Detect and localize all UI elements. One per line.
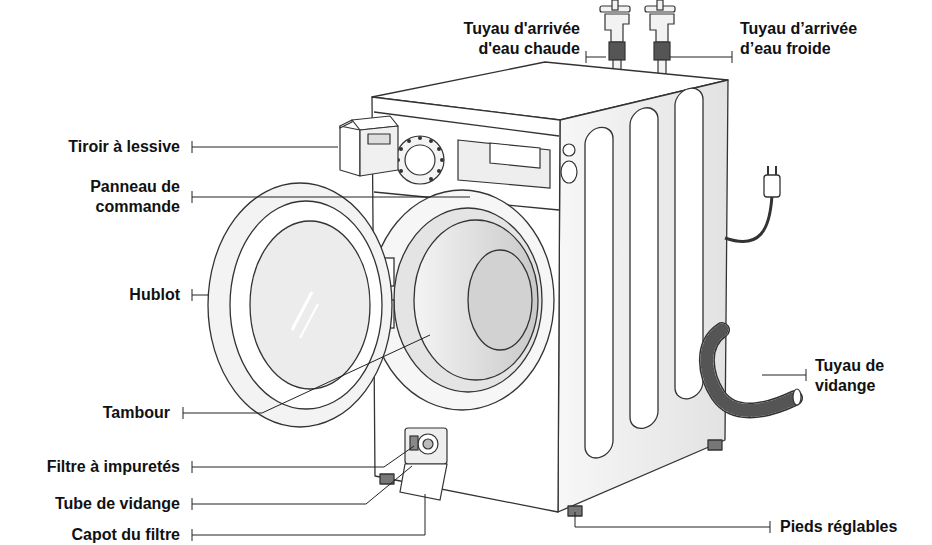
dial-dot — [429, 139, 433, 143]
leader-line — [192, 289, 208, 301]
drawer-body — [360, 126, 398, 176]
part-label: Tuyau de vidange — [815, 356, 925, 396]
drum-back — [468, 250, 532, 350]
display-panel — [458, 140, 550, 188]
plug-pin — [767, 166, 769, 175]
machine-side — [558, 80, 728, 512]
hose-body — [707, 330, 795, 410]
plug-pin — [775, 166, 777, 175]
door-seal — [394, 208, 542, 392]
hose-corrugation — [707, 330, 795, 410]
drum — [414, 220, 538, 380]
leader-line — [670, 51, 732, 63]
power-cord — [725, 166, 780, 241]
dial-dot — [399, 169, 403, 173]
drum-opening — [370, 190, 554, 410]
side-rib — [630, 105, 658, 431]
part-label: Panneau de commande — [50, 177, 180, 217]
part-label: Tiroir à lessive — [20, 137, 180, 157]
display-screen — [490, 143, 540, 168]
detergent-drawer — [340, 116, 398, 176]
leader-line — [192, 446, 414, 473]
drawer-front-side — [340, 126, 360, 176]
side-rib — [585, 125, 613, 461]
control-button — [563, 144, 575, 156]
part-label: Capot du filtre — [20, 525, 180, 545]
water-taps — [600, 0, 675, 78]
drain-hose — [707, 330, 801, 410]
leader-line — [586, 51, 606, 63]
panel-edge — [374, 112, 559, 136]
glass-reflection — [292, 292, 312, 330]
program-dial — [396, 136, 444, 184]
leader-line — [192, 466, 412, 510]
filter-hatch — [400, 428, 447, 500]
glass-reflection — [300, 304, 318, 338]
hose-connector — [654, 42, 670, 60]
filter-cover — [400, 464, 447, 500]
dial-dot — [437, 147, 441, 151]
filter-recess — [405, 428, 447, 464]
dial-dot — [429, 177, 433, 181]
part-label: Pieds réglables — [780, 517, 932, 537]
dial-dot — [437, 169, 441, 173]
debris-filter-knob — [423, 439, 433, 449]
hose-connector — [609, 42, 625, 60]
tap-body — [650, 14, 674, 42]
part-label: Tambour — [10, 403, 170, 423]
dial-dot — [418, 136, 422, 140]
drawer-edge — [340, 120, 352, 128]
door-frame — [370, 190, 554, 410]
tap-body — [605, 14, 629, 42]
part-label: Filtre à impuretés — [0, 457, 180, 477]
plug — [764, 175, 780, 197]
part-label: Tube de vidange — [20, 494, 180, 514]
part-label: Tuyau d’arrivée d’eau froide — [740, 19, 890, 59]
inlet-hose — [658, 60, 666, 74]
dial-dot — [440, 158, 444, 162]
part-label: Tuyau d'arrivée d'eau chaude — [430, 19, 580, 59]
dial-dots — [396, 136, 444, 181]
control-button — [561, 161, 577, 183]
dial-dot — [399, 147, 403, 151]
drawer-compartment — [368, 134, 390, 144]
open-door — [208, 183, 394, 427]
part-label: Hublot — [20, 285, 180, 305]
leader-line — [762, 369, 806, 381]
door-glass — [250, 221, 370, 389]
leader-lines — [183, 51, 806, 541]
dial-dot — [407, 139, 411, 143]
door-ring — [230, 201, 382, 409]
adjustable-foot — [708, 440, 722, 450]
leader-line — [575, 512, 770, 533]
program-dial-center — [405, 145, 435, 175]
door-outer — [208, 183, 392, 427]
control-panel — [396, 136, 577, 188]
leader-line — [192, 191, 470, 203]
leader-line — [192, 494, 425, 541]
side-rib — [675, 86, 703, 402]
debris-filter — [418, 434, 438, 454]
tap-stem — [657, 0, 663, 10]
leader-line — [183, 335, 430, 419]
hose-end — [793, 389, 801, 405]
tap-stem — [612, 0, 618, 10]
cord — [725, 195, 772, 241]
machine-front — [372, 97, 560, 512]
leader-line — [192, 141, 338, 153]
hose-outline — [707, 330, 795, 410]
